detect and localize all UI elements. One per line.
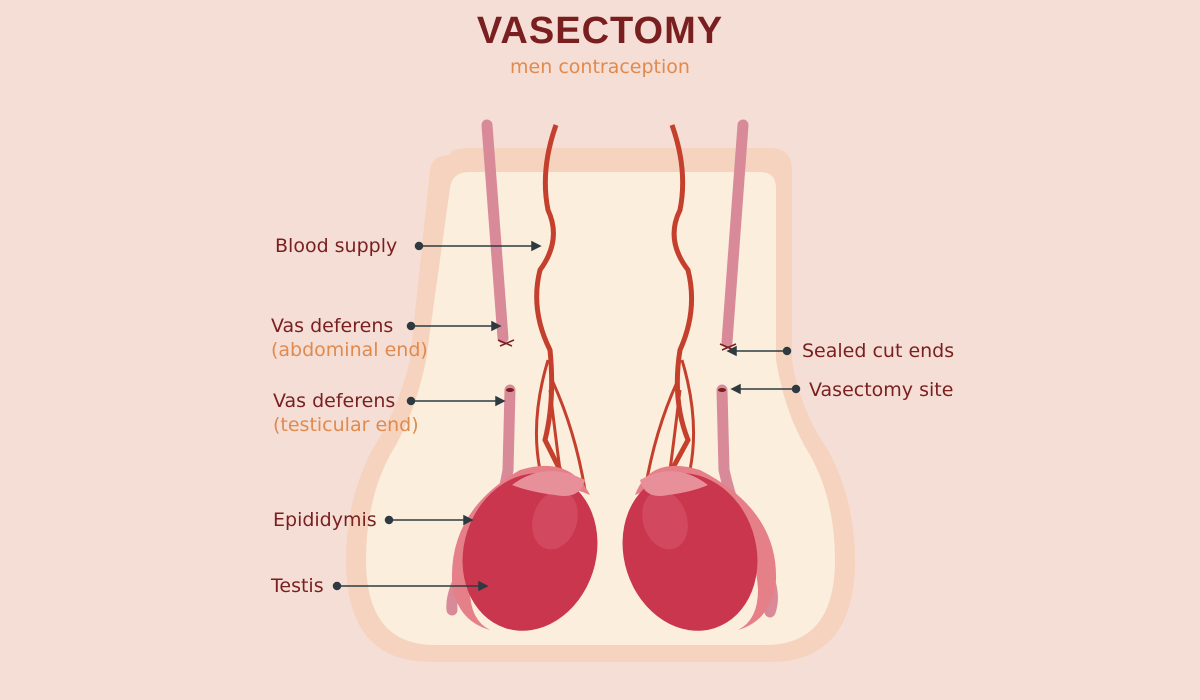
vas-opening-right [718,388,726,392]
artery-left [534,124,578,502]
epididymis-left-cap [512,471,585,496]
vas-abdominal-left [481,119,509,344]
label-vas-abdominal: Vas deferens (abdominal end) [271,314,428,362]
label-testis-text: Testis [271,575,324,597]
label-blood-supply: Blood supply [275,234,397,258]
pointer-sealed-cut-ends [726,345,792,357]
epididymis-right-cap [640,471,708,496]
pointer-vas-abdominal [406,320,502,332]
label-vasectomy-site-text: Vasectomy site [809,379,954,401]
label-vas-testicular: Vas deferens (testicular end) [273,389,419,437]
pointer-testis [332,580,489,592]
pointer-vasectomy-site [730,383,801,395]
artery-right-branch-1 [680,359,696,471]
diagram-subtitle: men contraception [510,56,690,78]
label-vasectomy-site: Vasectomy site [809,378,953,402]
sealed-knot-left [497,339,515,347]
artery-right [652,124,695,502]
label-vas-abdominal-text: Vas deferens [271,315,394,337]
testis-right-highlight [642,490,688,550]
vas-abdominal-right [721,119,749,348]
artery-left-branch-1 [534,359,550,471]
artery-left-branch-3 [548,389,562,471]
label-sealed-cut-ends: Sealed cut ends [802,339,954,363]
label-blood-supply-text: Blood supply [275,235,398,257]
label-vas-abdominal-sub: (abdominal end) [271,339,428,361]
epididymis-right [635,465,777,630]
label-epididymis-text: Epididymis [273,509,377,531]
label-vas-testicular-sub: (testicular end) [273,414,419,436]
pointer-vas-testicular [406,395,506,407]
artery-right-branch-3 [668,389,682,471]
label-vas-testicular-text: Vas deferens [273,390,396,412]
testis-left-highlight [532,490,578,550]
label-sealed-cut-ends-text: Sealed cut ends [802,340,955,362]
label-testis: Testis [271,574,324,598]
vas-opening-left [506,388,514,392]
label-epididymis: Epididymis [273,508,377,532]
artery-left-branch-2 [550,379,587,491]
pointer-epididymis [384,514,474,526]
diagram-title: VASECTOMY [476,10,724,52]
pointer-blood-supply [414,240,542,252]
